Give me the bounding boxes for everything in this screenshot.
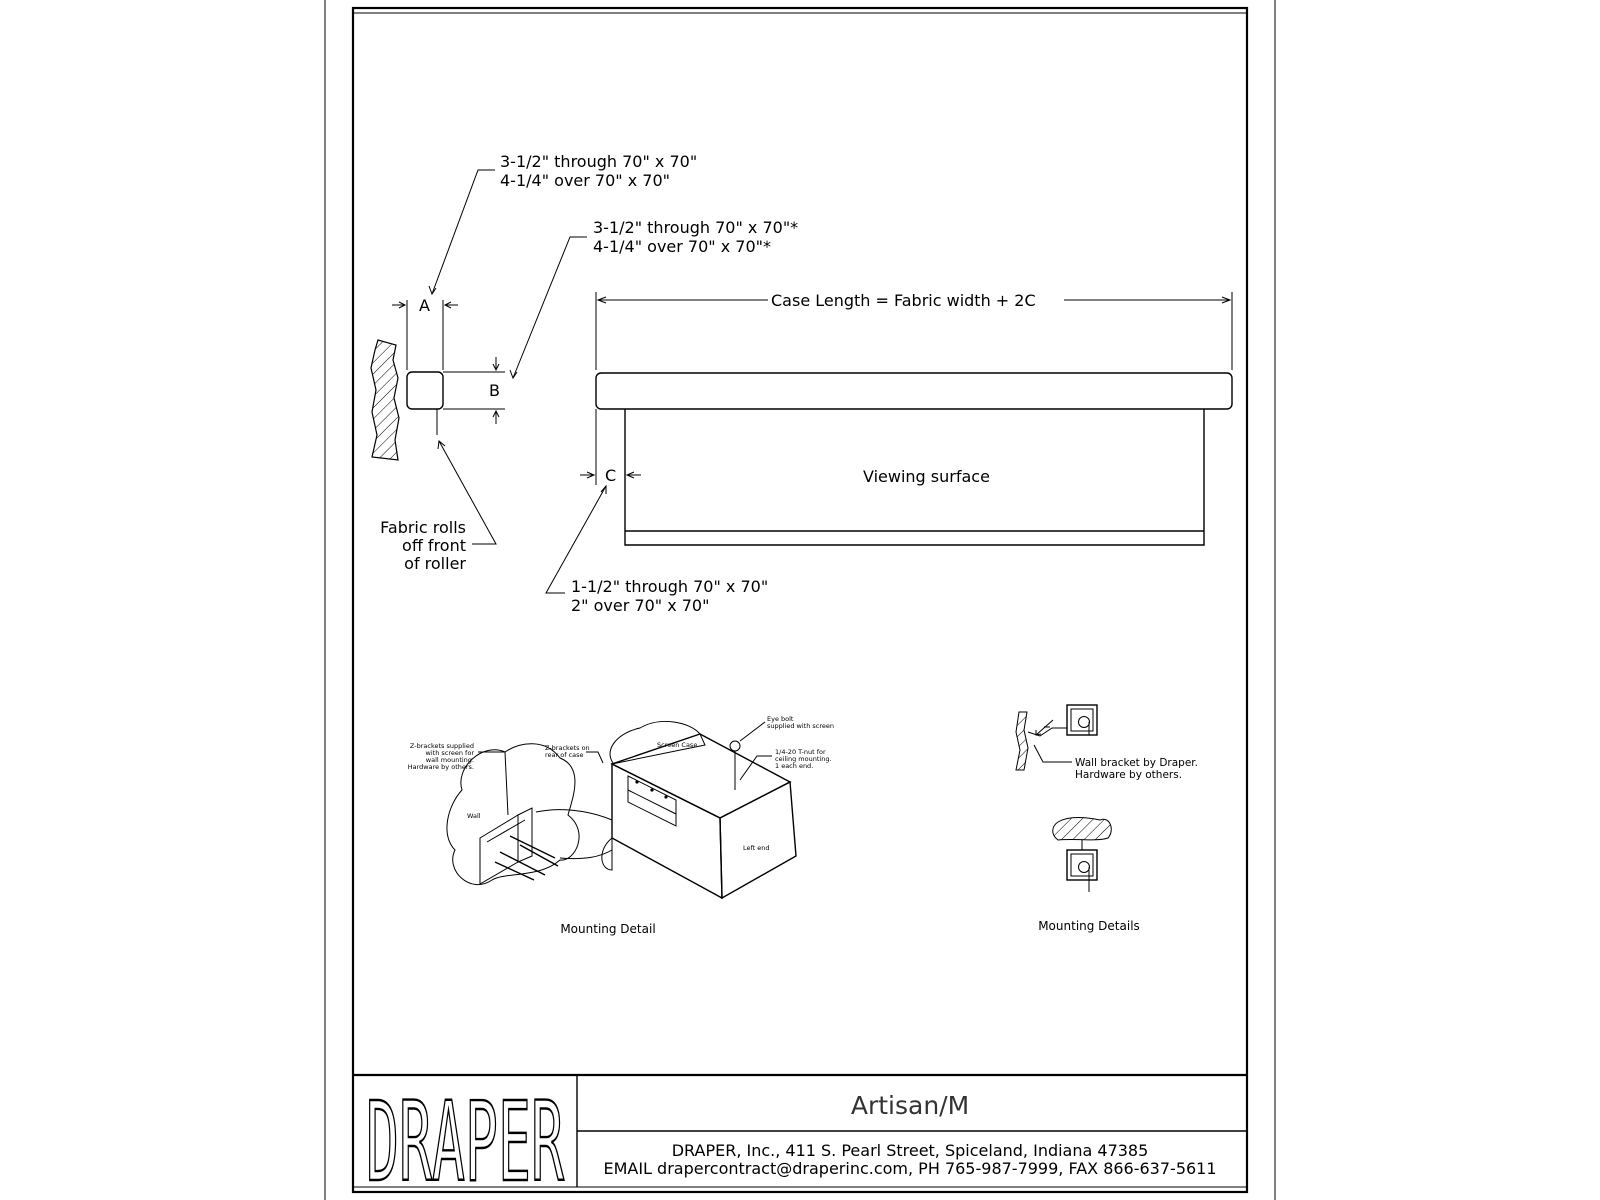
company-contact: EMAIL drapercontract@draperinc.com, PH 7…: [603, 1159, 1216, 1178]
roller-case-section: [406, 371, 444, 410]
tnut-line1: 1/4-20 T-nut for: [775, 748, 826, 756]
eye-bolt-line2: supplied with screen: [767, 722, 834, 730]
zbrackets-wall-line1: Z-brackets supplied: [410, 742, 474, 750]
draper-logo: DRAPER: [366, 1078, 564, 1200]
small-wall: [1015, 711, 1029, 771]
top-dim-line2: 4-1/4" over 70" x 70": [500, 171, 670, 190]
zbrackets-wall-line2: with screen for: [426, 749, 475, 757]
fabric-rolls-line1: Fabric rolls: [380, 518, 466, 537]
case-length-label: Case Length = Fabric width + 2C: [771, 291, 1036, 310]
title-block: [353, 1073, 1247, 1187]
wall-bracket-line2: Hardware by others.: [1075, 769, 1182, 781]
mounting-details-figure: [1015, 704, 1112, 892]
zbrackets-wall-line3: wall mounting.: [426, 756, 474, 764]
c-dim-line2: 2" over 70" x 70": [571, 596, 709, 615]
dim-c-label: C: [605, 466, 616, 485]
zbrackets-rear-line2: rear of case: [545, 751, 584, 759]
wall-bracket-line1: Wall bracket by Draper.: [1075, 757, 1198, 769]
side-section-view: [370, 169, 587, 545]
zbrackets-rear-line1: Z-brackets on: [545, 744, 590, 752]
dim-b-label: B: [489, 381, 500, 400]
tnut-line2: ceiling mounting.: [775, 755, 832, 763]
mid-dim-line1: 3-1/2" through 70" x 70"*: [593, 218, 798, 237]
mounting-detail-figure: [446, 721, 797, 900]
wall-section: [370, 339, 400, 461]
fabric-rolls-line2: off front: [402, 536, 466, 555]
zbrackets-wall-line4: Hardware by others.: [408, 763, 474, 771]
mid-dim-line2: 4-1/4" over 70" x 70"*: [593, 237, 771, 256]
sheet-border: [324, 0, 1276, 1200]
wall-label: Wall: [467, 812, 481, 820]
viewing-surface-label: Viewing surface: [863, 467, 990, 486]
tnut-line3: 1 each end.: [775, 762, 813, 770]
company-address: DRAPER, Inc., 411 S. Pearl Street, Spice…: [672, 1141, 1149, 1160]
small-ceiling: [1052, 817, 1112, 841]
mounting-detail-caption: Mounting Detail: [560, 922, 655, 936]
c-dim-line1: 1-1/2" through 70" x 70": [571, 577, 768, 596]
fabric-rolls-line3: of roller: [404, 554, 466, 573]
product-title: Artisan/M: [851, 1091, 969, 1120]
top-dim-line1: 3-1/2" through 70" x 70": [500, 152, 697, 171]
screen-case-label: Screen Case: [657, 741, 697, 749]
screen-case: [595, 372, 1233, 410]
eye-bolt-line1: Eye bolt: [767, 715, 794, 723]
front-elevation: [545, 292, 1233, 594]
mounting-details-caption: Mounting Details: [1038, 919, 1140, 933]
left-end-label: Left end: [743, 844, 770, 852]
dim-a-label: A: [419, 296, 430, 315]
wall-blob: [446, 743, 580, 886]
